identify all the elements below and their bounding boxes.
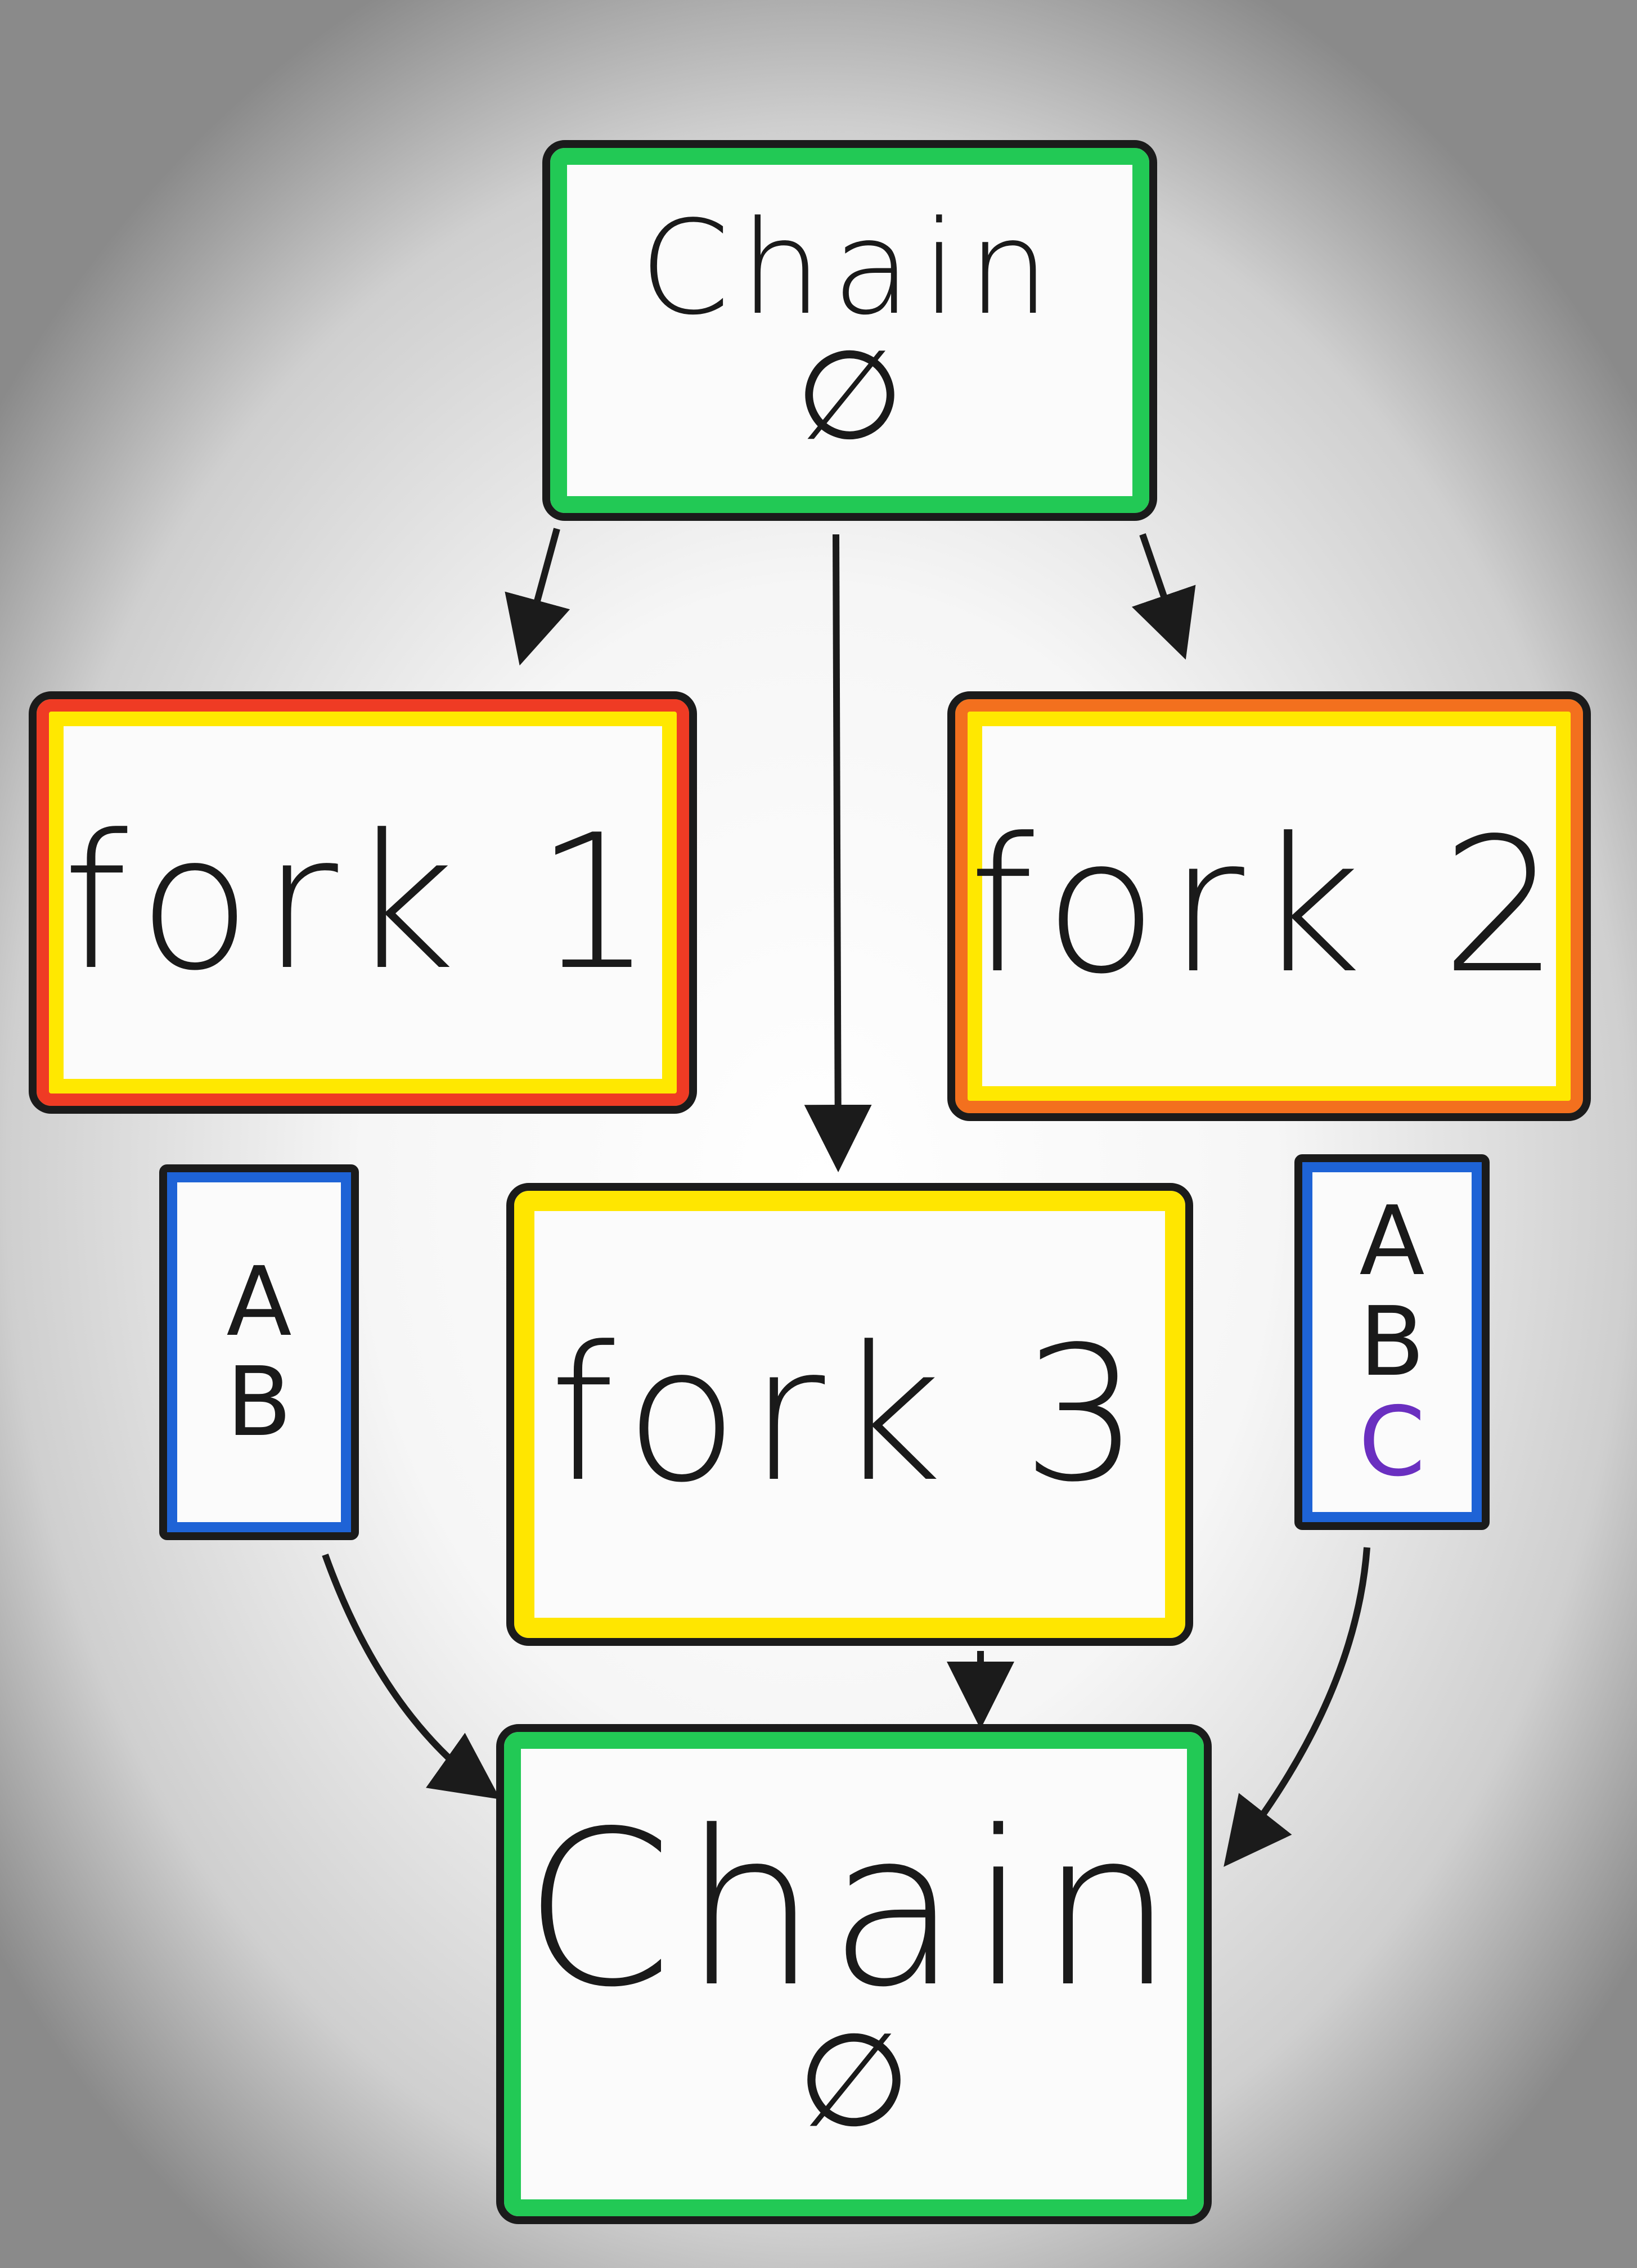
item-a: A bbox=[1359, 1186, 1425, 1298]
fork2-items: A B C bbox=[1294, 1154, 1490, 1530]
item-b: B bbox=[226, 1347, 292, 1458]
arrow-fork1-items-to-chain bbox=[322, 1553, 501, 1799]
item-b: B bbox=[1359, 1286, 1425, 1398]
fork2-node: fork 2 bbox=[947, 691, 1591, 1121]
fork1-node: fork 1 bbox=[29, 691, 697, 1114]
arrow-chain-to-fork2 bbox=[1131, 533, 1196, 660]
empty-set-symbol: ∅ bbox=[795, 323, 904, 467]
fork3-node: fork 3 bbox=[506, 1183, 1193, 1646]
top-chain-title: Chain bbox=[640, 193, 1060, 344]
fork2-label: fork 2 bbox=[969, 798, 1569, 1014]
fork1-label: fork 1 bbox=[62, 794, 663, 1011]
empty-set-symbol: ∅ bbox=[797, 2005, 911, 2156]
fork1-items: A B bbox=[159, 1164, 359, 1540]
arrow-chain-to-fork1 bbox=[505, 528, 570, 666]
top-chain-node: Chain ∅ bbox=[542, 140, 1157, 521]
item-a: A bbox=[226, 1246, 292, 1358]
arrow-fork2-items-to-chain bbox=[1224, 1547, 1370, 1867]
bottom-chain-node: Chain ∅ bbox=[496, 1724, 1212, 2224]
bottom-chain-title: Chain bbox=[523, 1784, 1185, 2034]
fork3-label: fork 3 bbox=[549, 1306, 1150, 1523]
item-c: C bbox=[1359, 1387, 1425, 1498]
arrow-chain-to-fork3 bbox=[804, 534, 872, 1172]
